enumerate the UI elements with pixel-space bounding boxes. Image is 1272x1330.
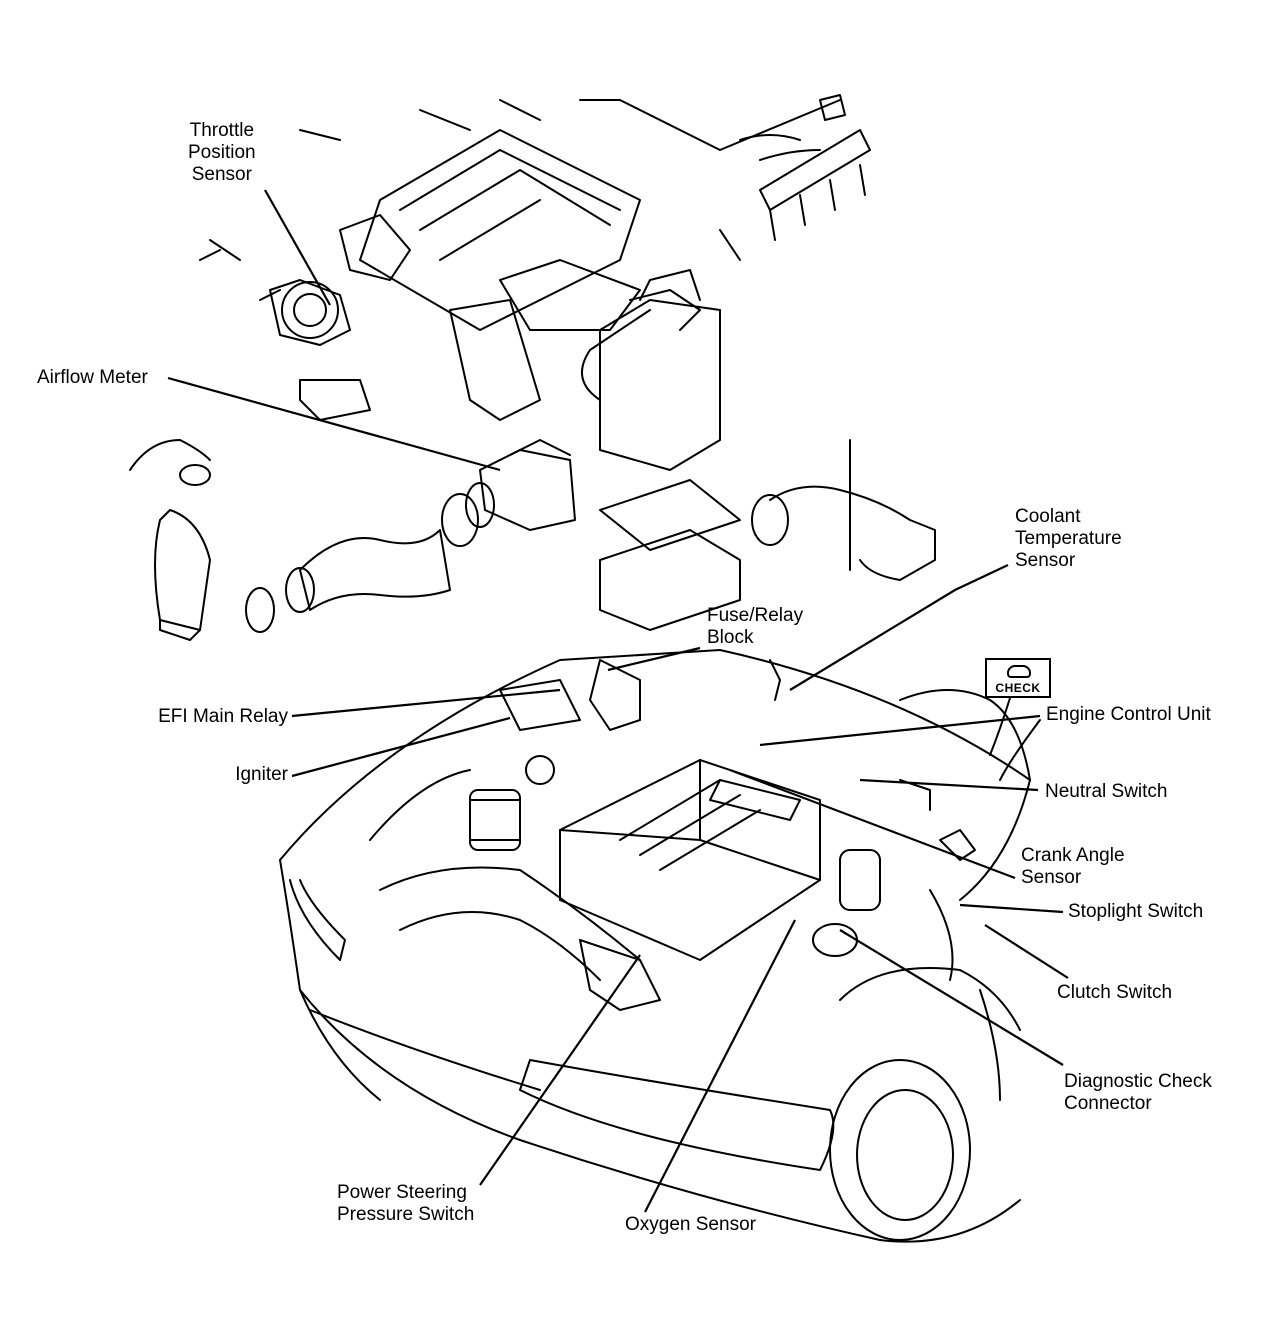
throttle-body-drawing [199,239,371,421]
leader-engine-control-unit [759,714,1041,747]
label-line: Oxygen Sensor [625,1214,756,1235]
airflow-meter-drawing [441,439,576,547]
intake-manifold-drawing [299,94,871,421]
label-line: Power Steering [337,1182,467,1203]
intake-duct-drawing [129,439,451,641]
label-line: Diagnostic Check [1064,1071,1212,1092]
label-line: Connector [1064,1093,1152,1114]
engine-icon [1007,665,1031,678]
check-engine-lamp: CHECK [985,658,1051,698]
label-clutch-switch: Clutch Switch [1057,982,1172,1004]
label-engine-control-unit: Engine Control Unit [1046,704,1211,726]
label-diagnostic-check-connector: Diagnostic Check Connector [1064,1071,1212,1115]
leader-diagnostic-check-connector [839,929,1064,1066]
leader-power-steering-pressure-switch [479,954,641,1186]
label-line: Coolant [1015,506,1081,527]
label-fuse-relay-block: Fuse/Relay Block [707,605,803,649]
leader-airflow-meter [167,376,501,472]
label-line: Sensor [1015,550,1076,571]
label-line: Block [707,627,754,648]
leader-igniter [291,716,511,778]
leader-neutral-switch [859,778,1039,792]
label-line: Clutch Switch [1057,982,1173,1003]
leader-efi-main-relay [291,688,561,718]
leader-crank-angle-sensor [729,768,1016,880]
label-coolant-temperature-sensor: Coolant Temperature Sensor [1015,506,1122,572]
label-line: Neutral Switch [1045,781,1168,802]
label-stoplight-switch: Stoplight Switch [1068,901,1203,923]
label-airflow-meter: Airflow Meter [37,367,148,389]
label-efi-main-relay: EFI Main Relay [130,706,288,728]
leader-stoplight-switch [959,903,1064,914]
label-line: Pressure Switch [337,1204,475,1225]
label-line: Fuse/Relay [707,605,804,626]
leader-fuse-relay-block [607,646,701,672]
leader-oxygen-sensor [644,919,796,1213]
label-line: Igniter [235,764,288,785]
label-line: Sensor [1021,867,1082,888]
leader-coolant-temperature-sensor [789,564,1009,691]
label-crank-angle-sensor: Crank Angle Sensor [1021,845,1125,889]
leader-lines [167,189,1069,1213]
label-line: Position [188,142,256,163]
check-lamp-text: CHECK [995,681,1041,695]
engine-block-drawing [379,659,976,1011]
label-power-steering-pressure-switch: Power Steering Pressure Switch [337,1182,474,1226]
car-body-drawing [279,649,1041,1243]
label-line: Crank Angle [1021,845,1125,866]
label-line: EFI Main Relay [158,706,288,727]
label-igniter: Igniter [190,764,288,786]
leader-throttle-position-sensor [264,189,331,306]
label-oxygen-sensor: Oxygen Sensor [625,1214,756,1236]
label-line: Stoplight Switch [1068,901,1204,922]
label-line: Engine Control Unit [1046,704,1211,725]
label-throttle-position-sensor: Throttle Position Sensor [188,120,256,186]
air-cleaner-drawing [599,269,936,631]
leader-clutch-switch [984,924,1069,979]
label-line: Throttle [189,120,255,141]
label-line: Temperature [1015,528,1122,549]
label-neutral-switch: Neutral Switch [1045,781,1168,803]
label-line: Sensor [191,164,252,185]
label-line: Airflow Meter [37,367,148,388]
